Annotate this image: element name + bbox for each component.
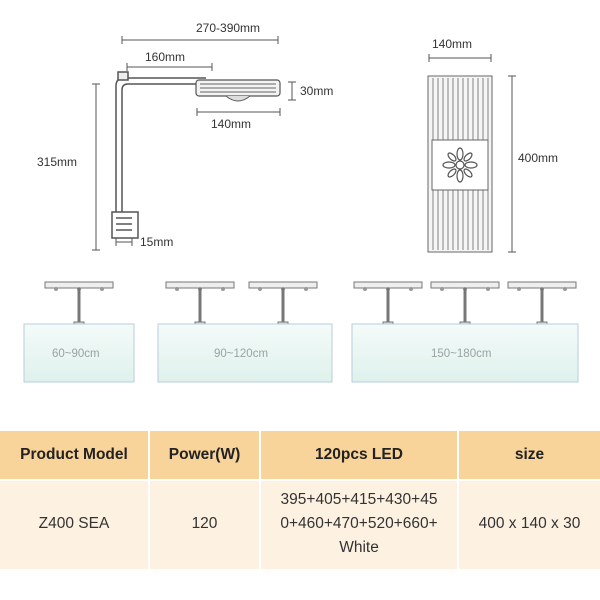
height-dimension-line <box>288 81 296 101</box>
tank-size-label-small: 60~90cm <box>52 348 100 360</box>
cell-size: 400 x 140 x 30 <box>458 479 600 569</box>
table-separator <box>0 479 600 481</box>
fan-icon <box>442 147 478 183</box>
cell-power: 120 <box>149 479 261 569</box>
reach-label: 270-390mm <box>196 21 261 35</box>
cell-model: Z400 SEA <box>0 479 150 569</box>
total-height-label: 315mm <box>37 155 78 169</box>
tank-medium <box>157 281 333 383</box>
arm-dimension-line <box>126 63 213 71</box>
cell-led: 395+405+415+430+45 0+460+470+520+660+ Wh… <box>260 479 459 569</box>
header-size: size <box>458 431 600 479</box>
dimension-diagram <box>23 36 579 383</box>
tank-large <box>351 281 579 383</box>
header-power: Power(W) <box>149 431 261 479</box>
top-width-label: 140mm <box>432 37 473 51</box>
arm-length-label: 160mm <box>145 50 186 64</box>
top-view-fixture <box>427 54 516 253</box>
top-length-label: 400mm <box>518 151 559 165</box>
header-product-model: Product Model <box>0 431 150 479</box>
tank-small <box>23 281 135 383</box>
reach-dimension-line <box>121 36 279 44</box>
clamp-dimension-line <box>115 238 133 246</box>
led-line-3: White <box>339 539 379 556</box>
spec-table-row: Z400 SEA 120 395+405+415+430+45 0+460+47… <box>0 479 600 569</box>
clamp-thickness-label: 15mm <box>140 235 174 249</box>
fixture-height-label: 30mm <box>300 84 334 98</box>
side-view-mount <box>111 71 206 239</box>
header-led: 120pcs LED <box>260 431 459 479</box>
led-line-1: 395+405+415+430+45 <box>280 491 438 508</box>
tank-size-label-large: 150~180cm <box>431 348 492 360</box>
fixture-width-dimension-line <box>196 108 281 116</box>
spec-table-header-row: Product Model Power(W) 120pcs LED size <box>0 431 600 479</box>
total-height-dimension-line <box>92 83 100 251</box>
led-line-2: 0+460+470+520+660+ <box>280 515 438 532</box>
spec-table: Product Model Power(W) 120pcs LED size Z… <box>0 431 600 569</box>
tank-size-label-medium: 90~120cm <box>214 348 269 360</box>
fixture-width-side-label: 140mm <box>211 117 252 131</box>
side-view-fixture <box>195 79 281 102</box>
